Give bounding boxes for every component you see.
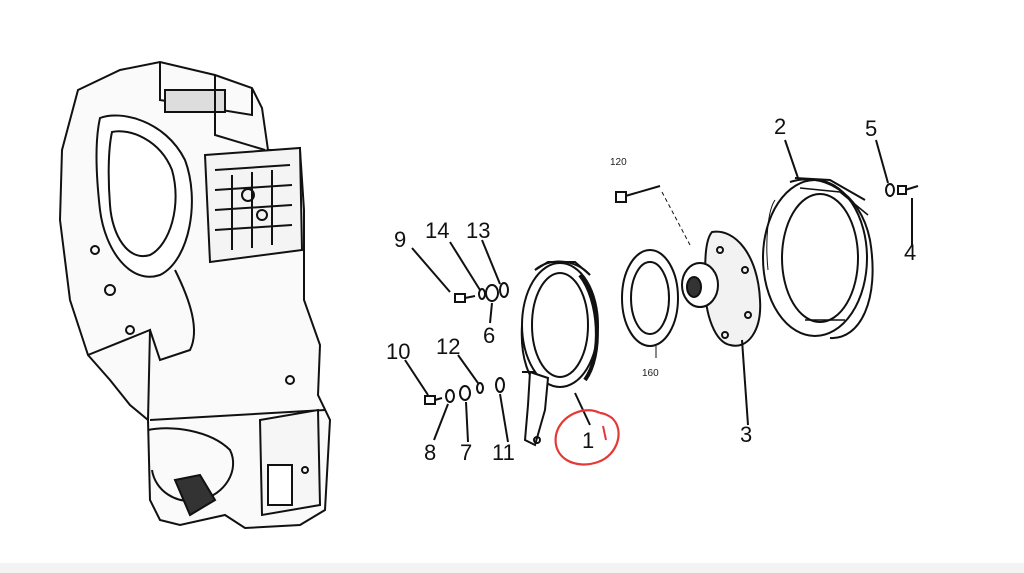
callout-4: 4 [904, 240, 916, 265]
transmission-housing [58, 60, 332, 530]
callout-9: 9 [394, 227, 406, 252]
brake-drum-part-2 [762, 177, 874, 340]
callout-5: 5 [865, 116, 877, 141]
callout-13: 13 [466, 218, 490, 243]
callout-7: 7 [460, 440, 472, 465]
washer-part-5 [885, 183, 895, 197]
spacer-part-6 [485, 284, 499, 302]
ring-part-11 [495, 377, 505, 393]
bolt-torque-label: 120 [610, 157, 627, 168]
bolt-part-4 [897, 185, 919, 195]
callout-12: 12 [436, 334, 460, 359]
bolt-part-10 [424, 395, 436, 405]
callout-8: 8 [424, 440, 436, 465]
callout-3: 3 [740, 422, 752, 447]
washer-part-14 [478, 288, 486, 300]
callout-1: 1 [582, 428, 594, 453]
bottom-strip [0, 563, 1024, 573]
friction-disc [621, 249, 679, 358]
callout-14: 14 [425, 218, 449, 243]
small-hardware [424, 282, 509, 405]
callout-numbers: 1 2 3 4 5 6 7 8 9 10 11 12 13 14 [386, 114, 916, 465]
bolt-part-9 [454, 293, 466, 303]
leader-lines [404, 139, 913, 443]
disc-size-label: 160 [642, 368, 659, 379]
nut-part-7 [459, 385, 471, 401]
callout-2: 2 [774, 114, 786, 139]
brake-hub-part-3 [681, 230, 762, 347]
bolt-120 [615, 185, 691, 246]
washer-part-8 [445, 389, 455, 403]
callout-6: 6 [483, 323, 495, 348]
ring-part-12 [476, 382, 484, 394]
ring-part-13 [499, 282, 509, 298]
highlight-circle [554, 409, 620, 466]
callout-10: 10 [386, 339, 410, 364]
callout-11: 11 [492, 440, 515, 465]
brake-band-part-1 [520, 260, 599, 447]
highlight-tick [602, 425, 607, 441]
